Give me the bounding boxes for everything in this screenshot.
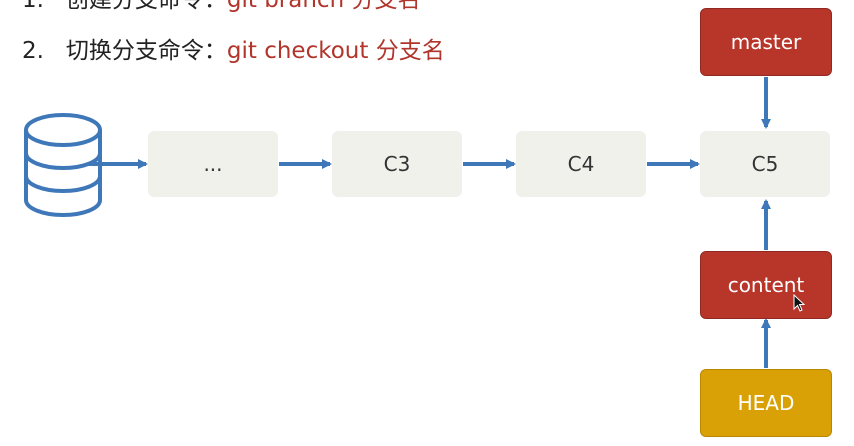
step-2-command: git checkout 分支名 [226,38,445,64]
database-icon [24,113,102,217]
commit-c5-label: C5 [751,152,779,176]
step-1-command: git branch 分支名 [226,0,421,13]
commit-c4-label: C4 [567,152,595,176]
head-pointer-label: HEAD [737,391,795,415]
commit-ellipsis: ... [148,131,278,197]
step-1: 1. 创建分支命令：git branch 分支名 [22,0,420,15]
commit-c4: C4 [516,131,646,197]
branch-content: content [700,251,832,319]
branch-master-label: master [730,30,802,54]
step-1-number: 1. [22,0,44,13]
commit-c3-label: C3 [383,152,411,176]
commit-ellipsis-label: ... [203,152,223,176]
commit-c3: C3 [332,131,462,197]
commit-c5: C5 [700,131,830,197]
branch-content-label: content [727,273,805,297]
branch-master: master [700,8,832,76]
step-2: 2. 切换分支命令：git checkout 分支名 [22,36,445,66]
mouse-cursor-icon [793,294,805,312]
head-pointer: HEAD [700,369,832,437]
step-2-number: 2. [22,38,44,64]
step-2-label: 切换分支命令： [65,38,227,64]
step-1-label: 创建分支命令： [65,0,227,13]
